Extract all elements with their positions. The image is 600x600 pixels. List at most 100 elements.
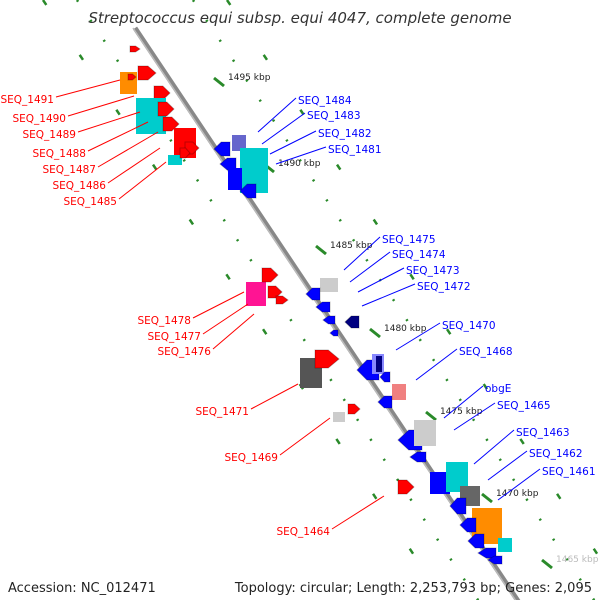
gene-arrow[interactable] [377,395,393,409]
gene-arrow[interactable] [329,329,339,337]
gene-label[interactable]: SEQ_1470 [442,320,496,332]
gene-arrow[interactable] [305,287,321,301]
gene-block-violet[interactable] [232,135,246,151]
label-leader-line [269,130,317,155]
gene-arrow[interactable] [409,451,427,463]
tick-track-outer-right [191,0,596,600]
kbp-tick [213,76,225,88]
kbp-label: 1465 kbp [556,555,599,565]
gene-arrow[interactable] [322,315,336,325]
gene-arrow[interactable] [261,267,279,283]
forward-features [120,45,415,495]
label-leader-line [415,348,458,381]
gene-label[interactable]: SEQ_1481 [328,144,382,156]
kbp-label: 1470 kbp [496,489,539,499]
gene-arrow[interactable] [379,371,391,383]
reverse-gene-labels: SEQ_1484SEQ_1483SEQ_1482SEQ_1481SEQ_1475… [257,95,596,501]
gene-arrow[interactable] [314,349,340,369]
label-leader-line [497,468,541,501]
kbp-tick [369,327,381,339]
gene-label[interactable]: SEQ_1471 [195,406,249,418]
gene-label[interactable]: SEQ_1483 [307,110,361,122]
gene-block[interactable] [430,472,450,494]
gene-label[interactable]: SEQ_1469 [224,452,278,464]
gene-label[interactable]: SEQ_1476 [157,346,211,358]
gene-arrow[interactable] [275,295,289,305]
gene-block-navy[interactable] [376,356,382,372]
label-leader-line [349,251,391,283]
gene-label[interactable]: SEQ_1478 [137,315,191,327]
gene-arrow[interactable] [397,479,415,495]
gene-label[interactable]: SEQ_1463 [516,427,570,439]
gene-arrow[interactable] [267,285,283,299]
gene-arrow[interactable] [153,85,171,101]
gene-block-cyan[interactable] [446,462,468,492]
gene-label[interactable]: SEQ_1484 [298,95,352,107]
gene-label[interactable]: SEQ_1488 [32,148,86,160]
gene-label[interactable]: SEQ_1482 [318,128,372,140]
label-leader-line [331,495,385,530]
gene-label[interactable]: obgE [485,383,511,395]
gene-arrow[interactable] [239,183,257,199]
gene-arrow[interactable] [137,65,157,81]
gene-label[interactable]: SEQ_1477 [147,331,201,343]
gene-label[interactable]: SEQ_1464 [276,526,330,538]
gene-block-pink[interactable] [246,282,266,306]
label-leader-line [357,267,405,293]
gene-block-cyan[interactable] [498,538,512,552]
gene-label[interactable]: SEQ_1487 [42,164,96,176]
gene-arrow[interactable] [127,73,137,81]
gene-label[interactable]: SEQ_1475 [382,234,436,246]
kbp-tick [481,492,493,504]
gene-label[interactable]: SEQ_1491 [0,94,54,106]
gene-block-lightgray[interactable] [333,412,345,422]
gene-arrow[interactable] [179,147,191,159]
gene-label[interactable]: SEQ_1468 [459,346,513,358]
gene-arrow[interactable] [487,555,503,565]
gene-arrow[interactable] [449,497,467,515]
gene-arrow[interactable] [344,315,360,329]
label-leader-line [361,283,416,307]
label-leader-line [473,429,515,465]
forward-gene-labels: SEQ_1491SEQ_1490SEQ_1489SEQ_1488SEQ_1487… [0,79,385,538]
label-leader-line [212,313,255,350]
gene-label[interactable]: SEQ_1489 [22,129,76,141]
label-leader-line [192,291,245,319]
gene-label[interactable]: SEQ_1473 [406,265,460,277]
kbp-label: 1475 kbp [440,407,483,417]
gene-block-salmon[interactable] [392,384,406,400]
label-leader-line [261,112,306,145]
gene-arrow[interactable] [157,101,175,117]
gene-block-lightgray[interactable] [320,278,338,292]
gene-label[interactable]: SEQ_1472 [417,281,471,293]
label-leader-line [87,121,149,152]
label-leader-line [395,322,441,351]
gene-label[interactable]: SEQ_1474 [392,249,446,261]
gene-arrow[interactable] [347,403,361,415]
gene-label[interactable]: SEQ_1461 [542,466,596,478]
label-leader-line [77,111,141,133]
gene-arrow[interactable] [459,517,477,533]
gene-arrow[interactable] [467,533,485,549]
kbp-tick [425,410,437,422]
gene-arrow[interactable] [315,301,331,313]
genome-title: Streptococcus equi subsp. equi 4047, com… [88,9,512,27]
gene-block-cyan[interactable] [168,155,182,165]
gene-label[interactable]: SEQ_1462 [529,448,583,460]
label-leader-line [257,97,297,133]
gene-label[interactable]: SEQ_1490 [12,113,66,125]
gene-arrow[interactable] [129,45,141,53]
reverse-features [213,135,512,565]
label-leader-line [55,79,121,98]
gene-label[interactable]: SEQ_1486 [52,180,106,192]
gene-arrow[interactable] [162,116,180,132]
kbp-tick [541,558,553,570]
gene-label[interactable]: SEQ_1485 [63,196,117,208]
label-leader-line [118,161,167,200]
label-leader-line [453,402,496,431]
gene-block[interactable] [228,168,242,190]
gene-label[interactable]: SEQ_1465 [497,400,551,412]
label-leader-line [443,385,484,419]
gene-arrow[interactable] [213,141,231,157]
gene-block-lightgray[interactable] [414,420,436,446]
